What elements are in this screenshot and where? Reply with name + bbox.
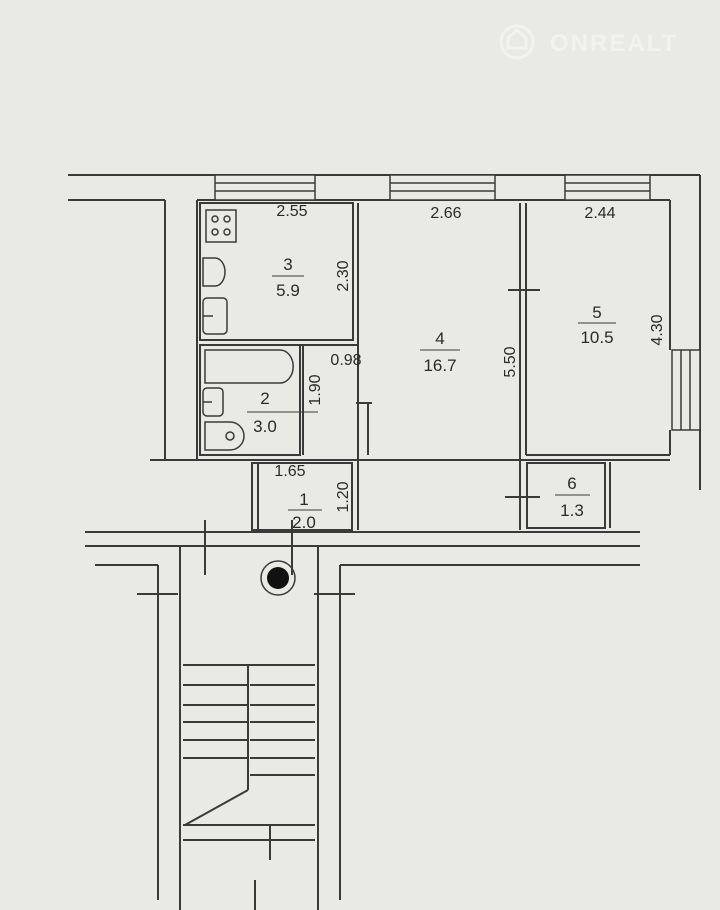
room-3-label: 3 5.9 [272,255,304,300]
dimension-room3-width: 2.55 [276,203,307,220]
room-4-label: 4 16.7 [420,329,460,375]
room-2-label: 2 3.0 [247,389,318,436]
dimension-room1-depth: 1.20 [335,481,352,512]
room-number: 4 [435,329,444,348]
stairwell [95,520,640,910]
room-5-label: 5 10.5 [578,303,616,347]
room-area: 5.9 [276,281,300,300]
room-1-label: 1 2.0 [288,490,322,532]
dimension-room4-width: 2.66 [430,205,461,222]
dimension-labels: 2.55 2.66 2.44 0.98 1.65 2.30 1.90 1.20 … [274,203,666,513]
room-number: 1 [299,490,308,509]
dimension-room2-depth: 1.90 [307,374,324,405]
washbasin-icon [202,387,224,417]
room-area: 16.7 [423,356,456,375]
toilet-icon [204,421,245,451]
room-number: 2 [260,389,269,408]
dimension-room1-width: 1.65 [274,463,305,480]
interior-walls [199,202,670,531]
riser-pipe-icon [260,560,296,596]
dimension-room5-depth: 4.30 [649,314,666,345]
room-number: 3 [283,255,292,274]
dimension-corridor-width: 0.98 [330,352,361,369]
room-6-label: 6 1.3 [555,474,590,520]
room-number: 6 [567,474,576,493]
room-number: 5 [592,303,601,322]
watermark-text: ONREALT [550,30,678,57]
dimension-room5-width: 2.44 [584,205,615,222]
kitchen-stove-icon [205,209,237,243]
windows [214,174,701,431]
room-area: 3.0 [253,417,277,436]
bathtub-icon [204,349,294,384]
kitchen-sink-icon [202,257,228,335]
dimension-room3-depth: 2.30 [335,260,352,291]
room-area: 10.5 [580,328,613,347]
dimension-room4-depth: 5.50 [502,346,519,377]
room-area: 2.0 [292,513,316,532]
watermark-logo: ONREALT [499,24,678,60]
room-area: 1.3 [560,501,584,520]
